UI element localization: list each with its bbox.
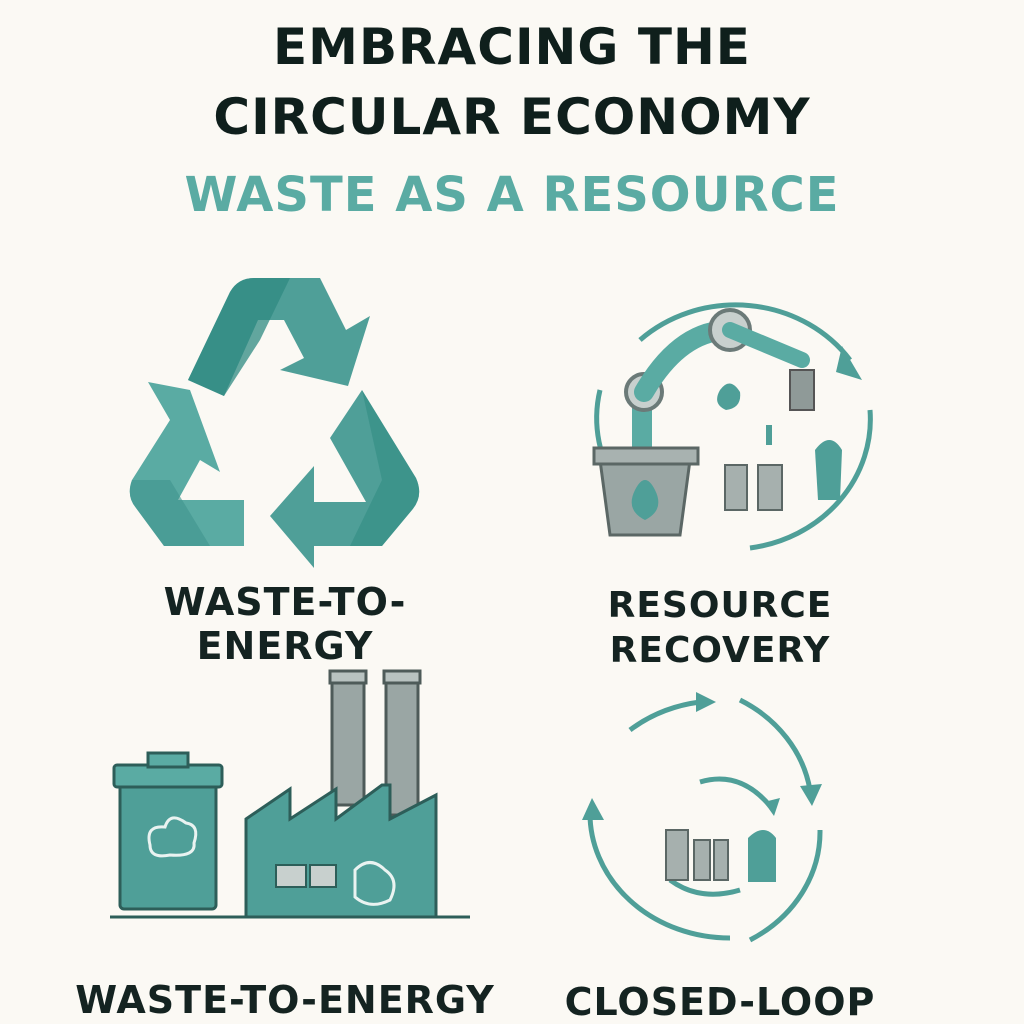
inner-loop-icon: [699, 776, 772, 808]
chimney-icon: [330, 673, 366, 807]
waste-to-energy-label-bottom: WASTE-TO-ENERGY: [75, 978, 495, 1022]
page-subtitle: WASTE AS A RESOURCE: [184, 167, 840, 223]
recycle-icon: [129, 278, 420, 568]
page-title-line-1: EMBRACING THE: [273, 18, 751, 76]
waste-to-energy-label-top: WASTE-TO-ENERGY: [163, 580, 407, 668]
closed-loop-label: CLOSED-LOOP: [564, 980, 876, 1024]
robotic-arm-sorting-icon: [592, 302, 873, 551]
resource-recovery-label-line-2: RECOVERY: [609, 630, 831, 671]
page-title-line-2: CIRCULAR ECONOMY: [213, 88, 811, 146]
factory-with-bin-icon: [110, 669, 470, 919]
cycle-arrows-icon: [582, 692, 823, 943]
resource-recovery-label-line-1: RESOURCE: [607, 585, 833, 626]
cycle-arc-icon: [638, 302, 852, 362]
waste-bin-icon: [118, 773, 218, 911]
